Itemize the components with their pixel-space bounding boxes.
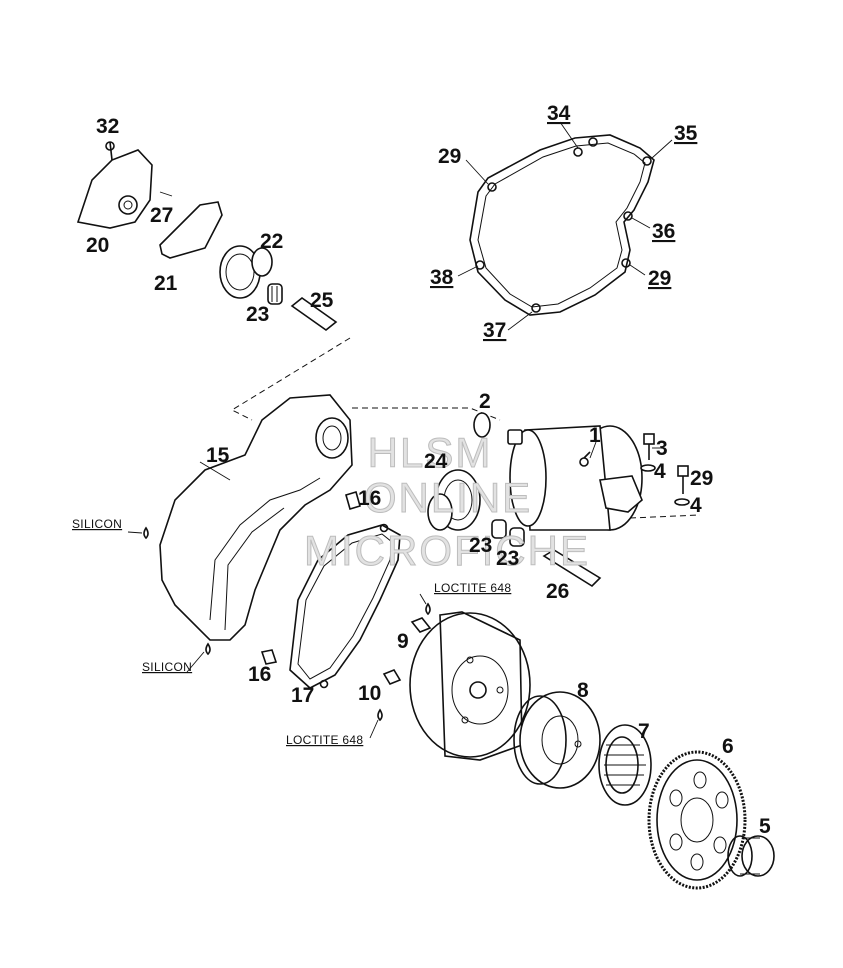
label-16-b: 16 (248, 663, 271, 686)
label-23-b: 23 (469, 534, 492, 557)
dowel-pin-top (345, 491, 361, 510)
label-1: 1 (589, 424, 601, 447)
bolt-29-part (674, 465, 690, 506)
ignition-gasket-part (289, 523, 401, 689)
part-labels: 32 27 20 21 22 23 25 34 35 29 36 38 29 3… (86, 102, 771, 838)
oring-2-part (473, 412, 491, 438)
needle-bearing-part (267, 283, 283, 305)
label-16-a: 16 (358, 487, 381, 510)
dowel-pin-bottom (260, 649, 278, 665)
label-3: 3 (656, 437, 668, 460)
label-17: 17 (291, 684, 314, 707)
label-29-b: 29 (648, 267, 671, 290)
note-silicon-top: SILICON (72, 517, 122, 531)
loctite-bolt-9 (410, 602, 432, 633)
label-20: 20 (86, 234, 109, 257)
note-silicon-bottom: SILICON (142, 660, 192, 674)
silicon-drop-bottom (205, 642, 211, 656)
label-24: 24 (424, 450, 448, 473)
label-4-b: 4 (690, 494, 702, 517)
assembly-notes: SILICON SILICON LOCTITE 648 LOCTITE 648 (72, 517, 511, 747)
label-23-c: 23 (496, 547, 519, 570)
label-21: 21 (154, 272, 178, 295)
label-37: 37 (483, 319, 506, 342)
starter-shaft-part (542, 549, 602, 588)
watermark: HLSM ONLINE MICROFICHE (304, 429, 590, 575)
label-4-a: 4 (654, 460, 666, 483)
label-36: 36 (652, 220, 675, 243)
pump-oring-part (159, 201, 223, 259)
label-22: 22 (260, 230, 283, 253)
label-7: 7 (638, 720, 650, 743)
label-35: 35 (674, 122, 698, 145)
label-10: 10 (358, 682, 381, 705)
label-32: 32 (96, 115, 119, 138)
freewheel-housing-part (513, 691, 601, 789)
label-23-top: 23 (246, 303, 269, 326)
watermark-line-2: ONLINE (364, 474, 532, 521)
needle-bearing-5-part (727, 835, 775, 877)
ignition-cover-part (159, 394, 353, 641)
starter-ring-gear-part (647, 750, 747, 890)
watermark-line-3: MICROFICHE (304, 527, 590, 574)
label-5: 5 (759, 815, 771, 838)
leader-lines (127, 121, 673, 739)
pump-cover-part (76, 141, 173, 229)
label-29-a: 29 (438, 145, 461, 168)
watermark-line-1: HLSM (368, 429, 493, 476)
label-9: 9 (397, 630, 409, 653)
note-loctite-top: LOCTITE 648 (434, 581, 511, 595)
label-25: 25 (310, 289, 334, 312)
label-34: 34 (547, 102, 571, 125)
pump-shaft-part (290, 296, 338, 332)
label-26: 26 (546, 580, 569, 603)
starter-gear-part (427, 469, 481, 531)
needle-bearing-pair (491, 519, 525, 547)
pump-gear-part (219, 245, 273, 299)
label-15: 15 (206, 444, 230, 467)
label-27: 27 (150, 204, 173, 227)
label-2: 2 (479, 390, 491, 413)
flywheel-rotor-part (409, 611, 531, 761)
bolt-3-part (640, 433, 656, 472)
label-38: 38 (430, 266, 454, 289)
starter-motor-part (507, 425, 643, 531)
note-loctite-bottom: LOCTITE 648 (286, 733, 363, 747)
freewheel-sprag-part (598, 724, 652, 806)
label-29-c: 29 (690, 467, 713, 490)
label-6: 6 (722, 735, 734, 758)
cover-gasket-outline (469, 134, 655, 316)
loctite-bolt-10 (377, 669, 402, 722)
silicon-drop-top (143, 526, 149, 540)
label-8: 8 (577, 679, 589, 702)
